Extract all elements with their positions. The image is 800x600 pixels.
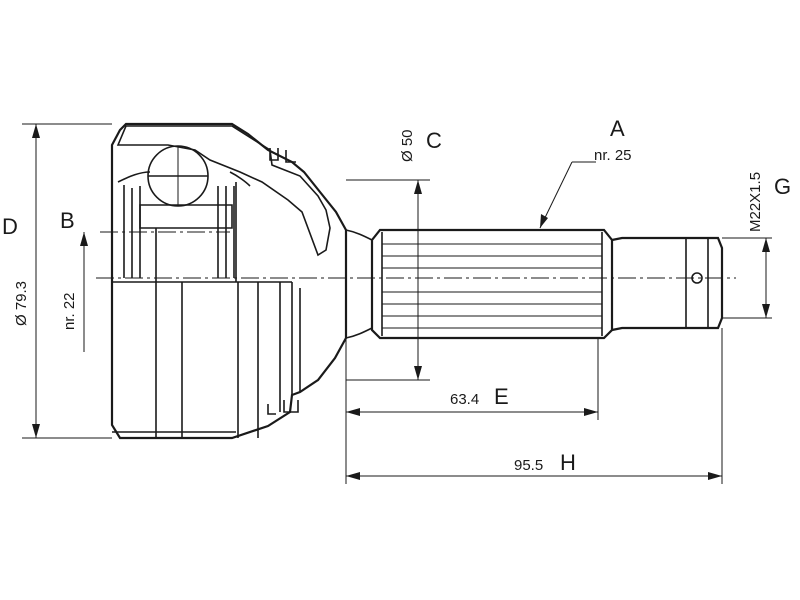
label-h: H	[560, 450, 576, 475]
threaded-stub	[611, 236, 724, 332]
label-a: A	[610, 116, 625, 141]
joint-housing	[110, 122, 373, 440]
thread-spec: M22X1.5	[747, 172, 764, 232]
total-length-value: 95.5	[514, 457, 543, 474]
label-b: B	[60, 208, 75, 233]
outer-diameter-value: Ø 79.3	[13, 281, 30, 326]
shaft-length-value: 63.4	[450, 391, 479, 408]
inner-spline-count: nr. 22	[61, 292, 78, 330]
splined-shaft	[370, 228, 614, 340]
dimensions	[22, 123, 772, 484]
seal-diameter-value: Ø 50	[399, 129, 416, 162]
label-d: D	[2, 214, 18, 239]
label-g: G	[774, 174, 791, 199]
label-e: E	[494, 384, 509, 409]
ball	[147, 145, 209, 207]
label-c: C	[426, 128, 442, 153]
outer-spline-count: nr. 25	[594, 147, 632, 164]
